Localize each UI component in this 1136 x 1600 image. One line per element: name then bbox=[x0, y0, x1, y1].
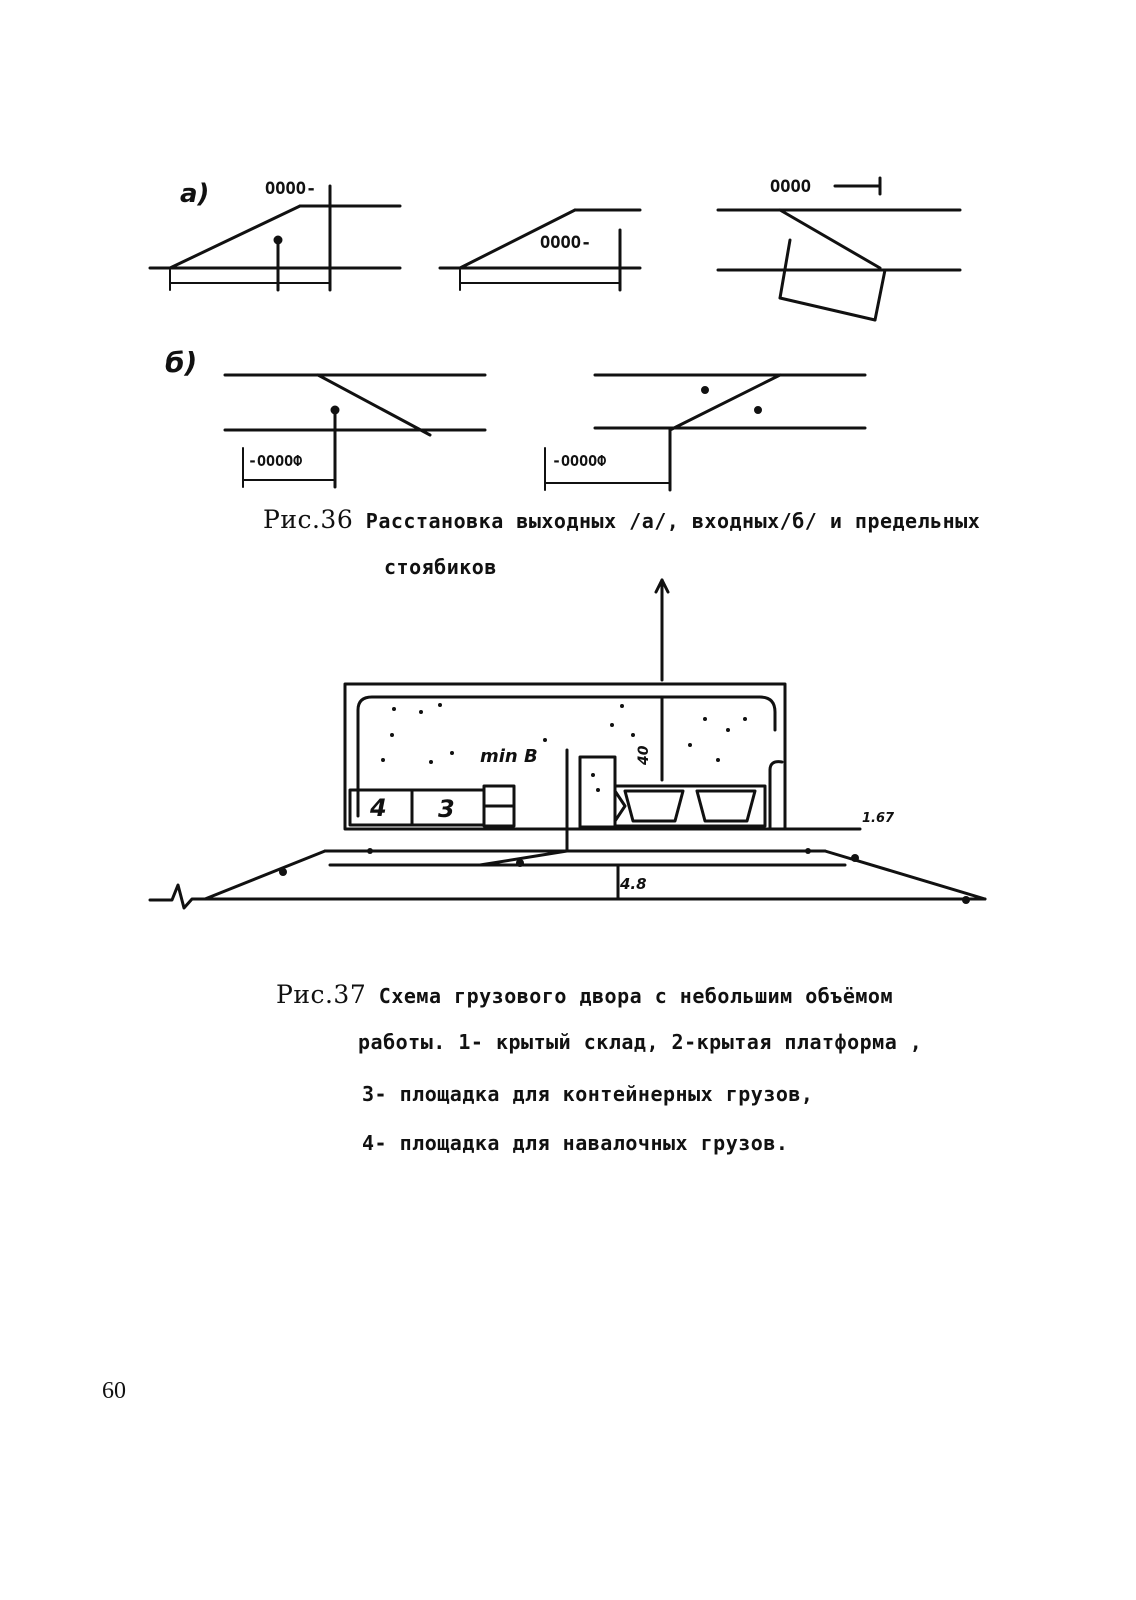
figure-37-number: Рис.37 bbox=[276, 980, 367, 1009]
figure-37-caption-line3: 3- площадка для контейнерных грузов, bbox=[362, 1082, 814, 1106]
svg-text:ОООО-: ОООО- bbox=[265, 179, 316, 199]
figure-36-number: Рис.36 bbox=[263, 505, 354, 534]
label-a: а) bbox=[180, 179, 209, 209]
figure-36-caption-line1: Расстановка выходных /а/, входных/б/ и п… bbox=[365, 509, 981, 533]
svg-text:4.8: 4.8 bbox=[619, 875, 647, 893]
svg-text:min B: min B bbox=[480, 746, 538, 767]
page-number: 60 bbox=[102, 1378, 126, 1404]
figure-36-caption-line2: стоябиков bbox=[384, 555, 497, 579]
area-4-label: 4 bbox=[369, 794, 387, 822]
figure-37-caption-line4: 4- площадка для навалочных грузов. bbox=[362, 1131, 789, 1155]
svg-text:40: 40 bbox=[636, 745, 652, 766]
figure-37-caption-line1: Рис.37 Схема грузового двора с небольшим… bbox=[276, 980, 893, 1009]
figure-37-drawing: min B 40 4.8 1.67 4 3 bbox=[148, 578, 987, 910]
figure-37-caption-line2: работы. 1- крытый склад, 2-крытая платфо… bbox=[358, 1030, 923, 1054]
svg-text:ОООО: ОООО bbox=[770, 177, 811, 197]
figure-36-drawing: ОООО- ОООО- ОООО bbox=[148, 176, 962, 492]
label-b: б) bbox=[165, 346, 197, 379]
svg-text:ОООО-: ОООО- bbox=[540, 233, 591, 253]
area-3-label: 3 bbox=[438, 795, 455, 823]
svg-text:-ООООФ: -ООООФ bbox=[552, 452, 606, 470]
svg-text:1.67: 1.67 bbox=[862, 811, 895, 826]
svg-text:-ООООФ: -ООООФ bbox=[248, 452, 302, 470]
figure-36-caption: Рис.36 Расстановка выходных /а/, входных… bbox=[263, 505, 980, 534]
